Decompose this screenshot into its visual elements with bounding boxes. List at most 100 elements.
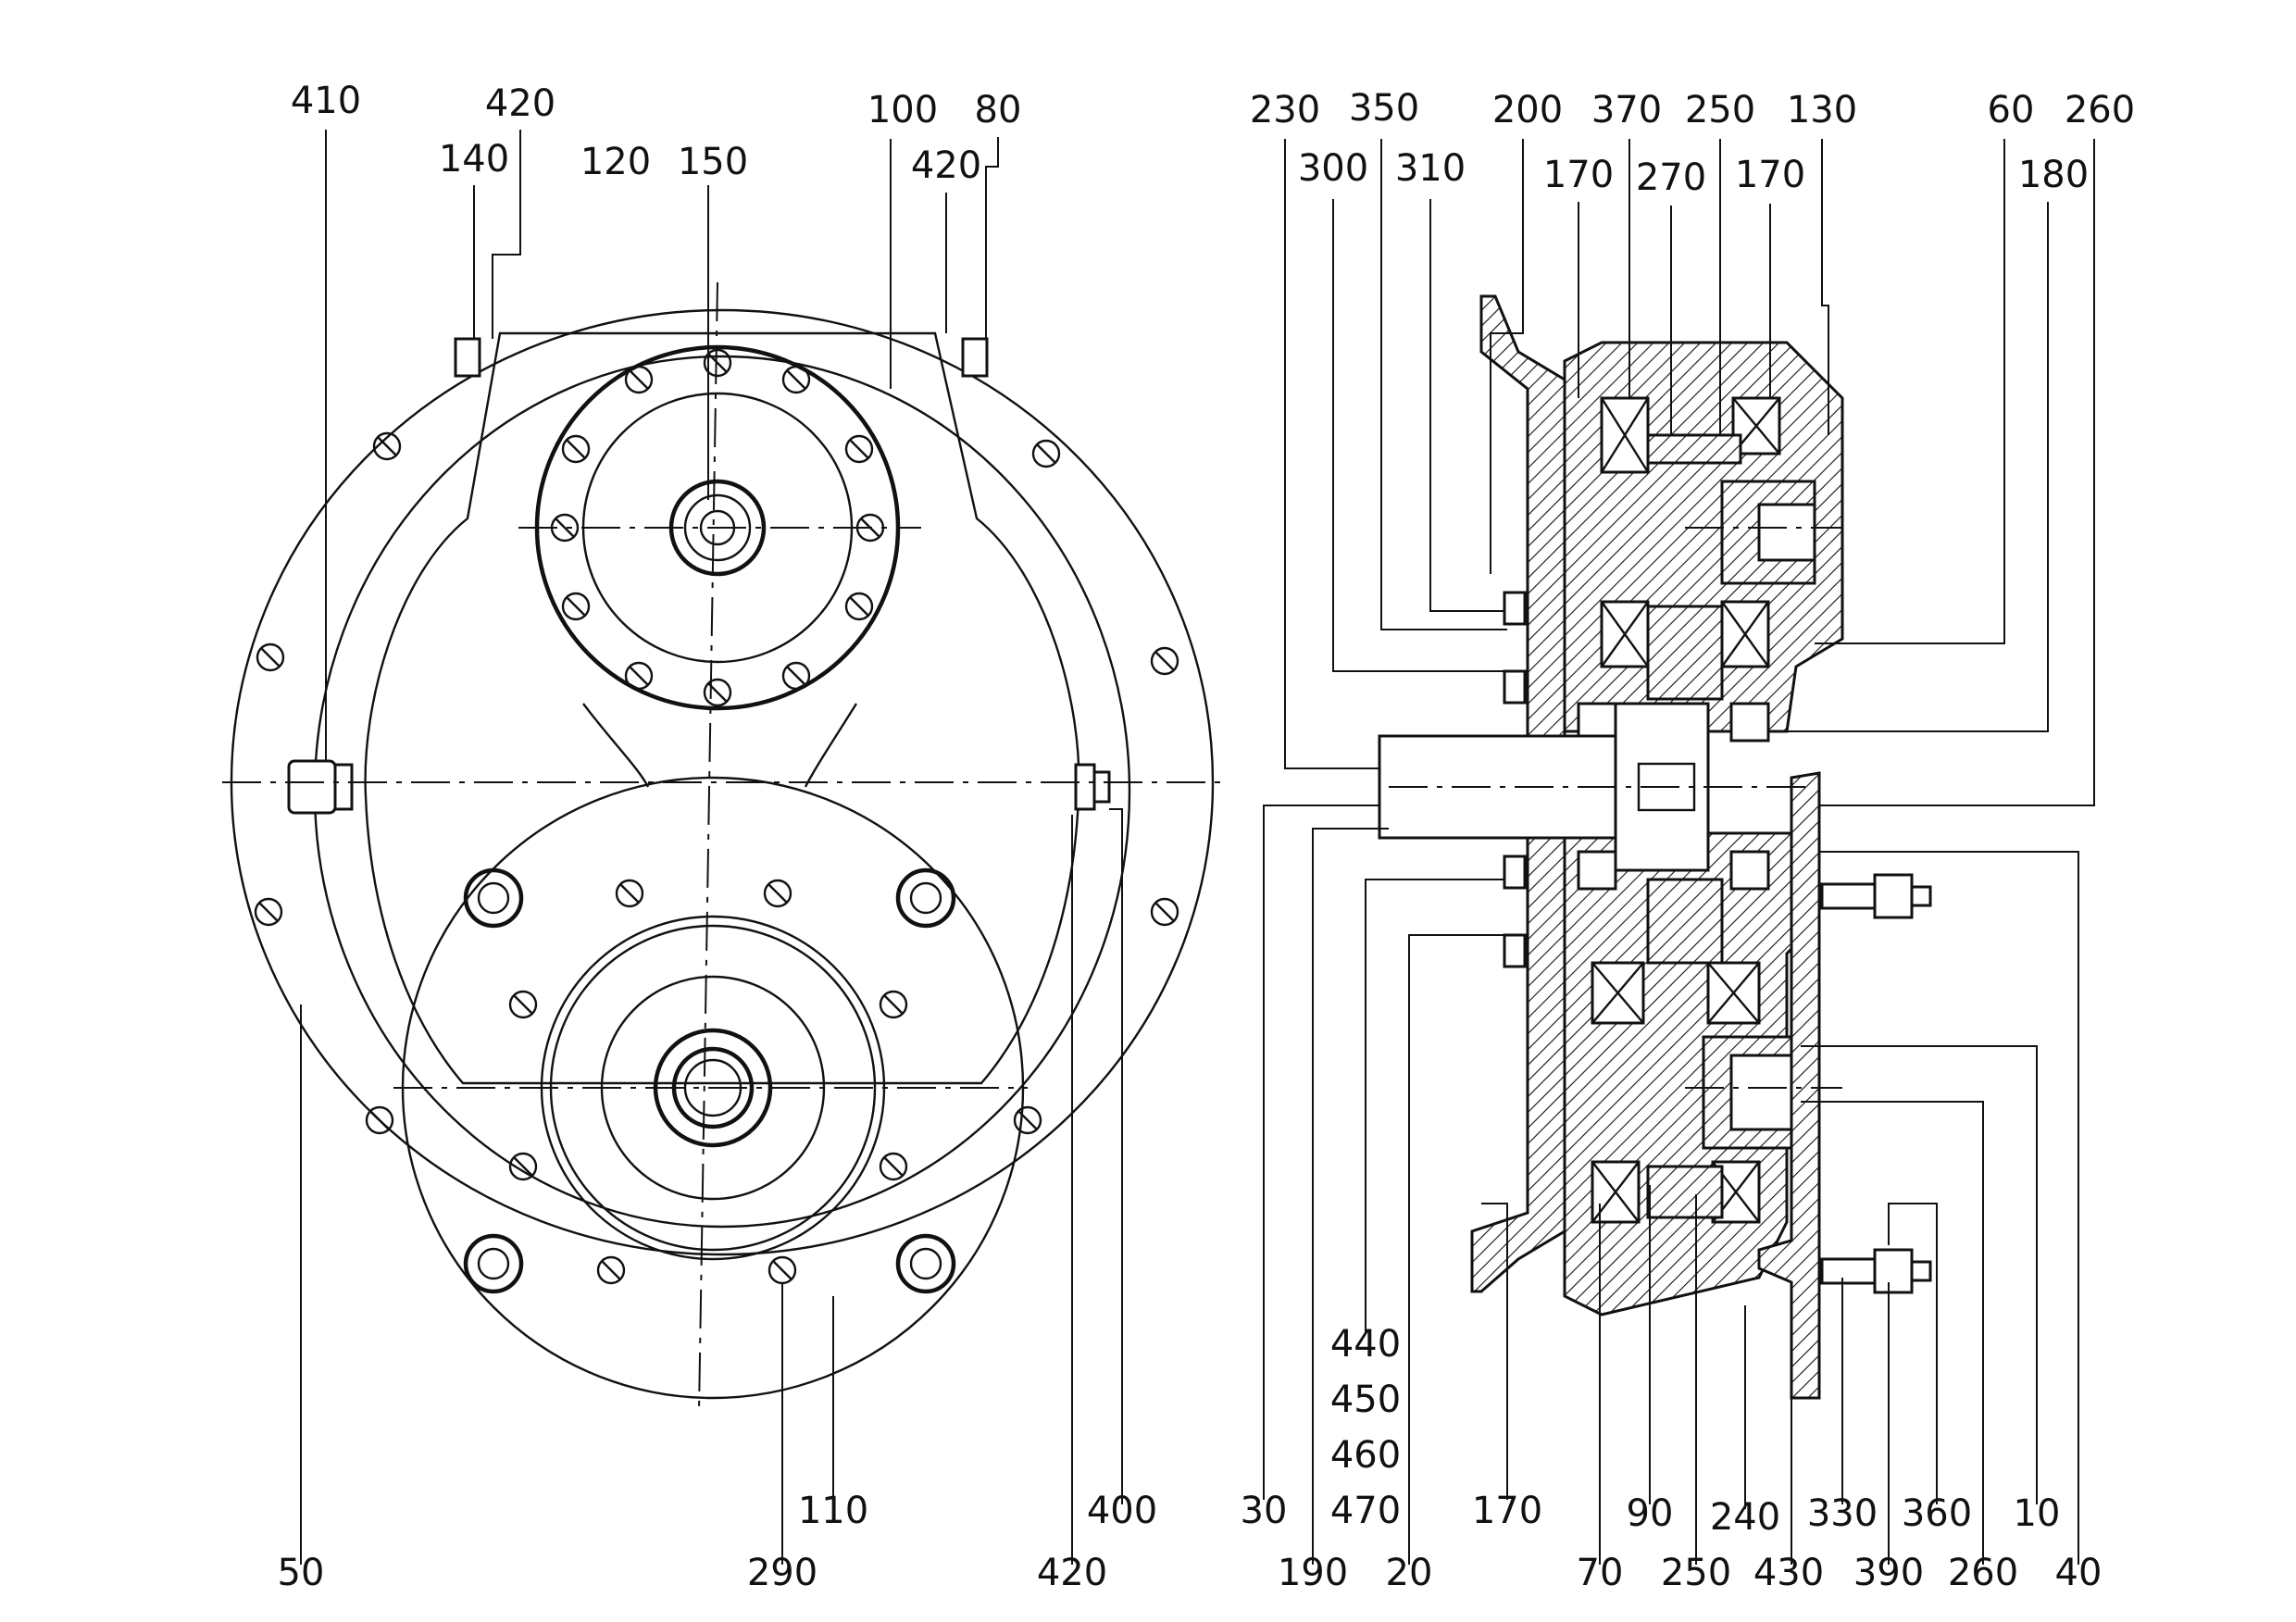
- bolt-hole: [624, 661, 654, 691]
- callout-label-l20: 20: [1386, 1552, 1433, 1594]
- bolt-hole-mark: [883, 1156, 904, 1177]
- bolt-hole-mark: [513, 994, 533, 1015]
- bolt-hole: [1013, 1105, 1042, 1135]
- bolt-hole: [781, 365, 811, 394]
- bolt-hole-mark: [786, 369, 806, 390]
- bolt-hole-mark: [1154, 902, 1175, 922]
- bolt-hole-mark: [1017, 1110, 1038, 1130]
- bolt-hole: [703, 678, 732, 707]
- callout-label-l420c: 420: [1037, 1552, 1107, 1594]
- bolt-hole: [561, 592, 591, 621]
- callout-label-l120: 120: [580, 141, 651, 183]
- bolt-hole: [1031, 439, 1061, 468]
- housing-neck: [582, 703, 858, 788]
- callout-label-l150: 150: [678, 141, 748, 183]
- bolt-hole: [844, 592, 874, 621]
- section-leaders: [1263, 139, 2095, 1565]
- bolt-hole-mark: [629, 666, 649, 686]
- callout-label-l60: 60: [1988, 89, 2035, 131]
- callout-label-l260b: 260: [1948, 1552, 2018, 1594]
- left-stud: [287, 759, 337, 815]
- bolt-hole: [781, 661, 811, 691]
- callout-label-l100: 100: [867, 89, 938, 131]
- callout-label-l440: 440: [1330, 1323, 1401, 1366]
- callout-label-l70: 70: [1577, 1552, 1624, 1594]
- lower-hex-nuts: [463, 867, 956, 1294]
- bolt-hole-mark: [260, 647, 281, 668]
- cover-plate: [1470, 294, 1566, 1293]
- callout-label-l460: 460: [1330, 1434, 1401, 1477]
- bolt-hole-mark: [849, 439, 869, 459]
- bolt-hole: [763, 879, 792, 908]
- callout-label-l300: 300: [1298, 147, 1368, 190]
- callout-label-l130: 130: [1787, 89, 1857, 131]
- bolt-hole: [561, 434, 591, 464]
- callout-label-l310: 310: [1395, 147, 1466, 190]
- bolt-hole-mark: [566, 596, 586, 617]
- callout-label-l170b: 170: [1735, 154, 1805, 196]
- pinion-bottom: [1646, 1165, 1724, 1219]
- callout-label-l420b: 420: [911, 144, 981, 187]
- left-stud-nut: [333, 763, 354, 811]
- callout-label-l390: 390: [1853, 1552, 1924, 1594]
- callout-label-l10: 10: [2014, 1492, 2061, 1535]
- bolt-hole-mark: [566, 439, 586, 459]
- upper-bore: [1757, 503, 1816, 562]
- callout-label-l110: 110: [798, 1490, 868, 1532]
- bolt-hole-mark: [258, 902, 279, 922]
- front-view: [222, 130, 1222, 1565]
- bolt-hole: [1150, 646, 1179, 676]
- upper-shaft-mid: [683, 493, 752, 562]
- callout-label-l200: 200: [1492, 89, 1563, 131]
- bolt-hole: [624, 365, 654, 394]
- bolt-hole-mark: [555, 518, 575, 538]
- callout-label-l180: 180: [2018, 154, 2089, 196]
- callout-label-l410: 410: [291, 80, 361, 122]
- bolt-hole-mark: [786, 666, 806, 686]
- section-view: [1263, 139, 2095, 1565]
- callout-label-l430: 430: [1753, 1552, 1824, 1594]
- callout-label-l240: 240: [1710, 1496, 1780, 1539]
- bolt-hole: [372, 431, 402, 461]
- output-flange: [1757, 771, 1821, 1400]
- bolt-hole: [508, 990, 538, 1019]
- bolt-hole: [703, 348, 732, 378]
- bolt-hole-mark: [629, 369, 649, 390]
- bolt-hole: [844, 434, 874, 464]
- callout-label-l170c: 170: [1472, 1490, 1542, 1532]
- bolt-hole-mark: [707, 353, 728, 373]
- bolt-hole: [256, 643, 285, 672]
- callout-label-l350: 350: [1349, 87, 1419, 130]
- bolt-hole-mark: [1154, 651, 1175, 671]
- callout-label-l250b: 250: [1661, 1552, 1731, 1594]
- bolt-hole: [508, 1152, 538, 1181]
- bolt-hole-mark: [619, 883, 640, 904]
- bolt-hole-mark: [883, 994, 904, 1015]
- flange-bolts: [1820, 873, 1932, 1294]
- bolt-hole-mark: [369, 1110, 390, 1130]
- callout-label-l330: 330: [1807, 1492, 1878, 1535]
- lower-bore: [1729, 1054, 1798, 1131]
- callout-label-l90: 90: [1627, 1492, 1674, 1535]
- bolt-hole: [1150, 897, 1179, 927]
- housing-outline: [364, 331, 1080, 1085]
- bolt-hole-mark: [772, 1260, 792, 1280]
- callout-label-l140: 140: [439, 138, 509, 181]
- callout-label-l250a: 250: [1685, 89, 1755, 131]
- inner-flange-ring: [313, 355, 1131, 1229]
- small-screws: [1503, 591, 1527, 968]
- gear-upper: [1646, 605, 1724, 701]
- bolt-hole: [879, 1152, 908, 1181]
- callout-label-l450: 450: [1330, 1379, 1401, 1421]
- callout-label-l260a: 260: [2065, 89, 2135, 131]
- callout-label-l420a: 420: [485, 82, 555, 125]
- callout-label-l230: 230: [1250, 89, 1320, 131]
- callout-label-l170a: 170: [1543, 154, 1614, 196]
- callout-label-l360: 360: [1902, 1492, 1972, 1535]
- bolt-hole-mark: [601, 1260, 621, 1280]
- top-left-stud: [454, 337, 481, 378]
- callout-label-l470: 470: [1330, 1490, 1401, 1532]
- callout-label-l40: 40: [2055, 1552, 2103, 1594]
